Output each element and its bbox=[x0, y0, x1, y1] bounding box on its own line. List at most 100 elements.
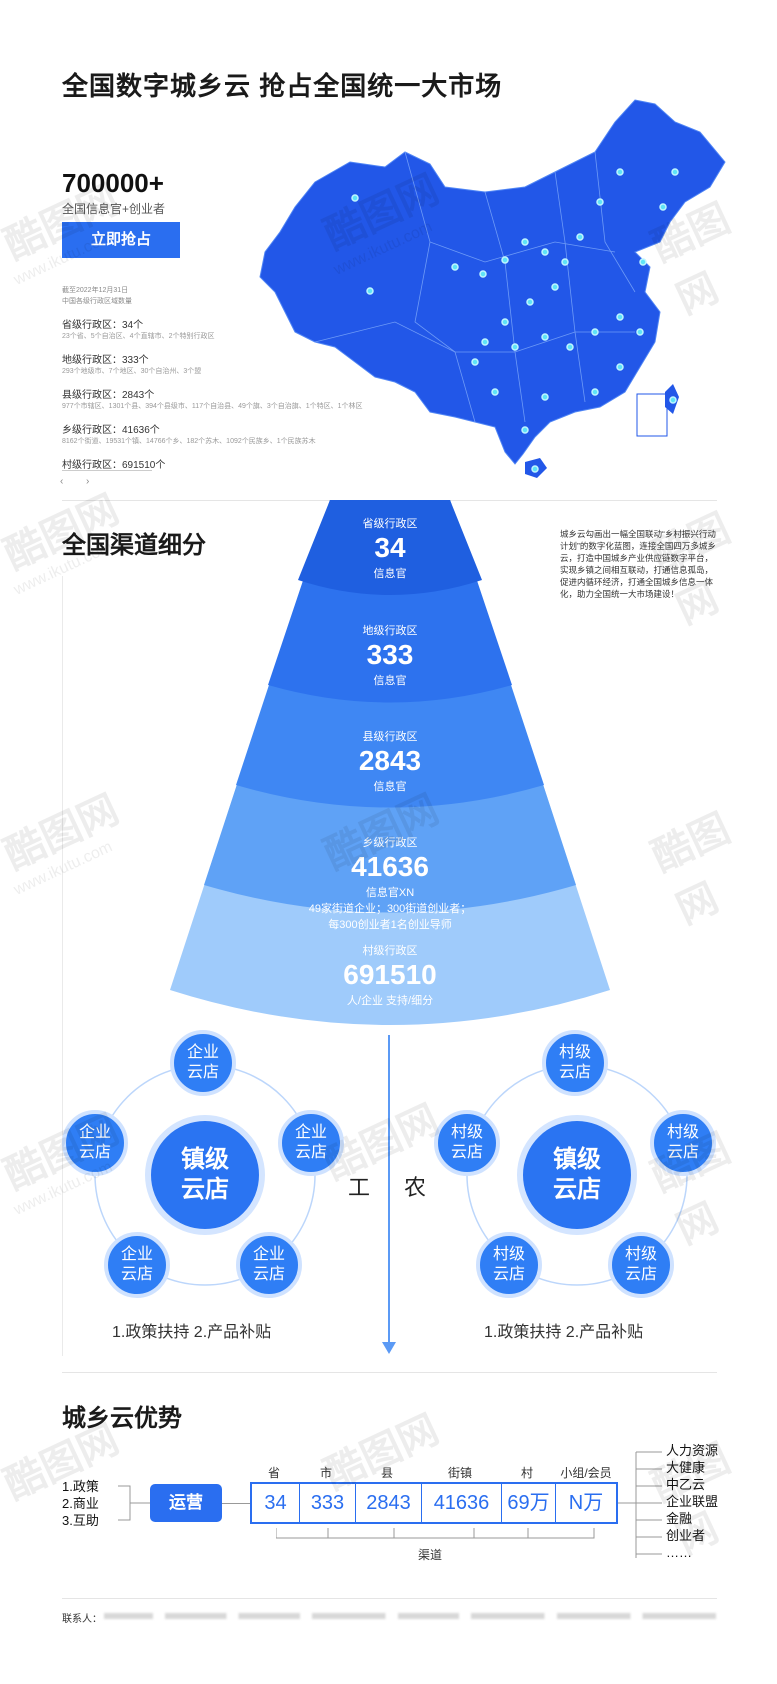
stat-sub: 8162个街道、19531个镇、14766个乡、182个苏木、1092个民族乡、… bbox=[62, 438, 316, 445]
advantage-headers: 省 市 县 街镇 村 小组/会员 bbox=[250, 1464, 618, 1481]
south-sea-inset bbox=[636, 393, 668, 437]
header-cell: 县 bbox=[380, 1466, 393, 1480]
header-cell: 小组/会员 bbox=[560, 1466, 612, 1480]
funnel-item-4: 乡级行政区 41636 信息官XN 49家街道企业；300街道创业者； 每300… bbox=[290, 834, 490, 932]
list-item: 人力资源 bbox=[666, 1443, 719, 1458]
connector-line bbox=[222, 1503, 250, 1504]
funnel-note: 信息官 bbox=[373, 568, 407, 580]
left-node: 企业云店 bbox=[104, 1232, 170, 1298]
advantage-title: 城乡云优势 bbox=[62, 1405, 182, 1432]
funnel-note: 信息官 bbox=[373, 781, 407, 793]
page-title: 全国数字城乡云 抢占全国统一大市场 bbox=[62, 71, 503, 101]
operations-button[interactable]: 运营 bbox=[150, 1484, 222, 1522]
agriculture-label: 农 bbox=[404, 1175, 427, 1200]
grab-now-button[interactable]: 立即抢占 bbox=[62, 222, 180, 258]
stat-label: 县级行政区：2843个 bbox=[62, 390, 155, 401]
watermark-url: www.ikutu.com bbox=[11, 838, 116, 899]
channel-label: 渠道 bbox=[418, 1548, 443, 1562]
header-cell: 省 bbox=[267, 1466, 280, 1480]
funnel-layer-1 bbox=[298, 500, 482, 595]
funnel-note: 信息官XN bbox=[365, 887, 415, 899]
right-node: 村级云店 bbox=[608, 1232, 674, 1298]
list-item: 2.商业 bbox=[62, 1496, 99, 1511]
list-item: …… bbox=[666, 1545, 692, 1560]
prev-arrow-icon[interactable]: ‹ bbox=[60, 476, 64, 487]
stat-item: 乡级行政区：41636个 8162个街道、19531个镇、14766个乡、182… bbox=[62, 421, 316, 446]
right-node: 村级云店 bbox=[650, 1110, 716, 1176]
right-center-node: 镇级云店 bbox=[517, 1115, 637, 1235]
stat-sub: 293个地级市、7个地区、30个自治州、3个盟 bbox=[62, 368, 202, 375]
left-node: 企业云店 bbox=[278, 1110, 344, 1176]
list-item: 企业联盟 bbox=[666, 1494, 719, 1509]
funnel-note-2: 49家街道企业；300街道创业者； bbox=[308, 903, 472, 915]
industry-label: 工 bbox=[348, 1175, 371, 1200]
value-cell: 333 bbox=[300, 1484, 356, 1522]
list-item: 中乙云 bbox=[666, 1477, 706, 1492]
value-cell: N万 bbox=[568, 1492, 604, 1514]
list-item: 3.互助 bbox=[62, 1513, 99, 1528]
funnel-note: 人/企业 支持/细分 bbox=[346, 995, 434, 1007]
stat-item: 省级行政区：34个 23个省、5个自治区、4个直辖市、2个特别行政区 bbox=[62, 316, 262, 341]
advantage-values-box: 34 333 2843 41636 69万 N万 bbox=[250, 1482, 618, 1524]
funnel-value: 691510 bbox=[343, 959, 437, 990]
province-borders bbox=[314, 151, 636, 423]
stats-underline bbox=[62, 470, 152, 471]
down-arrow-icon bbox=[382, 1342, 396, 1354]
value-cell: 34 bbox=[252, 1484, 300, 1522]
header-cell: 市 bbox=[319, 1466, 332, 1480]
right-node: 村级云店 bbox=[434, 1110, 500, 1176]
list-item: 大健康 bbox=[666, 1460, 706, 1475]
channel-bracket bbox=[276, 1528, 595, 1539]
left-guide-line bbox=[62, 576, 63, 1356]
left-support-text: 1.政策扶持 2.产品补贴 bbox=[112, 1324, 272, 1341]
funnel-value: 2843 bbox=[358, 745, 422, 776]
right-node: 村级云店 bbox=[476, 1232, 542, 1298]
right-support-text: 1.政策扶持 2.产品补贴 bbox=[484, 1324, 644, 1341]
left-node: 企业云店 bbox=[170, 1030, 236, 1096]
funnel-level-label: 村级行政区 bbox=[362, 945, 418, 957]
left-node: 企业云店 bbox=[62, 1110, 128, 1176]
blurred-contacts bbox=[104, 1613, 716, 1619]
advantage-right-list: 人力资源 大健康 中乙云 企业联盟 金融 创业者 …… bbox=[666, 1442, 718, 1561]
list-item: 创业者 bbox=[666, 1528, 706, 1543]
right-bracket-lines bbox=[618, 1451, 662, 1558]
channel-funnel bbox=[170, 500, 610, 1025]
left-node: 企业云店 bbox=[236, 1232, 302, 1298]
funnel-value: 34 bbox=[374, 532, 406, 563]
funnel-level-label: 县级行政区 bbox=[362, 731, 418, 743]
stat-sub: 23个省、5个自治区、4个直辖市、2个特别行政区 bbox=[62, 333, 215, 340]
stat-item: 县级行政区：2843个 977个市辖区、1301个县、394个县级市、117个自… bbox=[62, 386, 363, 411]
source-note: 中国各级行政区域数量 bbox=[62, 298, 132, 305]
china-map bbox=[259, 99, 726, 478]
channel-description: 城乡云勾画出一幅全国联动“乡村振兴行动计划”的数字化蓝图，连接全国四万多城乡云，… bbox=[560, 529, 716, 599]
funnel-item-3: 县级行政区 2843 信息官 bbox=[290, 728, 490, 794]
footer-divider bbox=[62, 1598, 717, 1599]
stat-sub: 977个市辖区、1301个县、394个县级市、117个自治县、49个旗、3个自治… bbox=[62, 403, 363, 410]
header-cell: 村 bbox=[520, 1466, 533, 1480]
next-arrow-icon[interactable]: › bbox=[86, 476, 90, 487]
advantage-left-list: 1.政策 2.商业 3.互助 bbox=[62, 1478, 99, 1529]
big-number: 700000+ bbox=[62, 168, 164, 198]
list-item: 1.政策 bbox=[62, 1479, 99, 1494]
stat-label: 省级行政区：34个 bbox=[62, 320, 144, 331]
map-shape bbox=[259, 99, 726, 465]
header-cell: 街镇 bbox=[447, 1466, 472, 1480]
value-cell: 2843 bbox=[356, 1484, 422, 1522]
stat-item: 地级行政区：333个 293个地级市、7个地区、30个自治州、3个盟 bbox=[62, 351, 262, 376]
stat-label: 乡级行政区：41636个 bbox=[62, 425, 160, 436]
stats-list: 省级行政区：34个 23个省、5个自治区、4个直辖市、2个特别行政区 地级行政区… bbox=[62, 316, 363, 471]
big-number-label: 全国信息官+创业者 bbox=[62, 202, 166, 216]
funnel-value: 41636 bbox=[351, 851, 429, 882]
funnel-note-3: 每300创业者1名创业导师 bbox=[328, 919, 452, 931]
stat-item: 村级行政区：691510个 bbox=[62, 456, 262, 471]
funnel-level-label: 地级行政区 bbox=[362, 625, 418, 637]
left-center-node: 镇级云店 bbox=[145, 1115, 265, 1235]
city-dots bbox=[351, 168, 679, 473]
date-note: 截至2022年12月31日 bbox=[62, 287, 129, 294]
contact-label: 联系人： bbox=[62, 1614, 102, 1625]
value-cell: 69万 bbox=[502, 1484, 556, 1522]
value-cell: 41636 bbox=[422, 1484, 502, 1522]
funnel-value: 333 bbox=[366, 639, 414, 670]
watermark: 酷图网 bbox=[645, 806, 737, 933]
list-item: 金融 bbox=[666, 1511, 693, 1526]
